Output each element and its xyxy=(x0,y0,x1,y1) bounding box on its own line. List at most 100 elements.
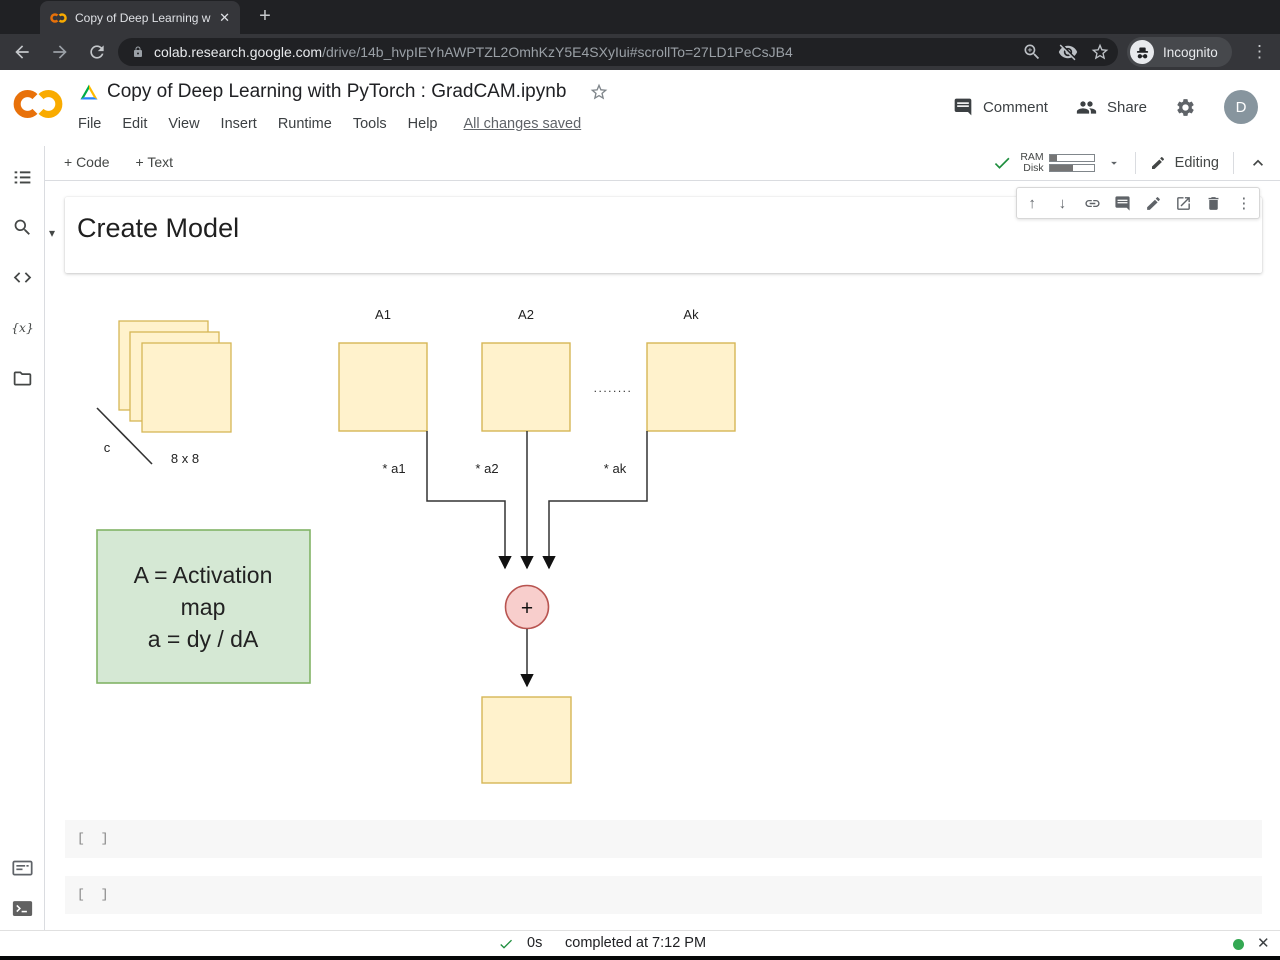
legend-line-1: A = Activation xyxy=(134,562,273,588)
browser-tab[interactable]: Copy of Deep Learning with ✕ xyxy=(40,1,240,34)
cell-toolbar: ↑ ↓ ⋮ xyxy=(1016,187,1260,219)
comment-icon xyxy=(954,98,972,116)
wk-label: * ak xyxy=(604,461,627,476)
tab-close-icon[interactable]: ✕ xyxy=(219,9,230,25)
ellipsis-dots: ........ xyxy=(594,381,633,395)
resource-monitor[interactable] xyxy=(1048,152,1095,174)
cell-collapse-caret[interactable]: ▾ xyxy=(49,226,56,240)
execution-status-bar: 0s completed at 7:12 PM ✕ xyxy=(0,930,1280,956)
browser-tabstrip: Copy of Deep Learning with ✕ + xyxy=(0,0,1280,34)
move-cell-down-button[interactable]: ↓ xyxy=(1058,194,1067,212)
disk-bar xyxy=(1048,164,1095,172)
terminal-icon[interactable] xyxy=(12,898,33,919)
code-snippets-icon[interactable] xyxy=(12,267,33,288)
menu-edit[interactable]: Edit xyxy=(122,116,148,132)
new-tab-button[interactable]: + xyxy=(259,5,271,27)
tab-title: Copy of Deep Learning with xyxy=(75,10,212,25)
editing-mode-button[interactable]: Editing xyxy=(1150,155,1219,171)
a1-label: A1 xyxy=(375,307,391,322)
zoom-icon[interactable] xyxy=(1022,42,1042,62)
lock-icon xyxy=(134,46,142,57)
ram-label: RAM xyxy=(1020,151,1044,163)
menu-view[interactable]: View xyxy=(168,116,200,132)
notebook-area: ▾ Create Model ↑ ↓ ⋮ xyxy=(45,182,1280,931)
forward-icon[interactable] xyxy=(50,42,70,62)
w2-label: * a2 xyxy=(475,461,498,476)
sum-node xyxy=(504,584,550,630)
code-cell-2[interactable]: [ ] xyxy=(65,876,1262,914)
ak-square xyxy=(646,342,736,432)
pencil-icon xyxy=(1151,156,1164,169)
browser-toolbar: colab.research.google.com/drive/14b_hvpI… xyxy=(0,34,1280,70)
execution-message: completed at 7:12 PM xyxy=(565,935,707,951)
menubar: File Edit View Insert Runtime Tools Help… xyxy=(78,116,581,132)
files-icon[interactable] xyxy=(12,368,33,389)
run-cell-prompt[interactable]: [ ] xyxy=(77,887,113,902)
command-palette-icon[interactable] xyxy=(12,858,33,879)
star-icon[interactable] xyxy=(589,82,609,102)
menu-tools[interactable]: Tools xyxy=(352,116,387,132)
back-icon[interactable] xyxy=(12,42,32,62)
collapse-toolbar-icon[interactable] xyxy=(1248,153,1268,173)
comment-button[interactable]: Comment xyxy=(953,97,1048,117)
save-status[interactable]: All changes saved xyxy=(463,116,582,132)
address-bar[interactable]: colab.research.google.com/drive/14b_hvpI… xyxy=(118,38,1118,66)
share-label: Share xyxy=(1106,98,1147,116)
divider xyxy=(1233,152,1234,174)
notebook-title[interactable]: Copy of Deep Learning with PyTorch : Gra… xyxy=(107,81,567,102)
execution-duration: 0s xyxy=(527,935,543,951)
add-comment-button[interactable] xyxy=(1114,194,1132,212)
menu-runtime[interactable]: Runtime xyxy=(277,116,332,132)
variables-icon[interactable]: {x} xyxy=(12,317,33,338)
incognito-icon xyxy=(1130,40,1154,64)
ak-connector xyxy=(542,431,648,570)
delete-cell-button[interactable] xyxy=(1205,194,1223,212)
code-cell-1[interactable]: [ ] xyxy=(65,820,1262,858)
share-button[interactable]: Share xyxy=(1076,97,1147,118)
avatar[interactable]: D xyxy=(1224,90,1258,124)
ram-bar xyxy=(1048,154,1095,162)
add-text-button[interactable]: + Text xyxy=(135,154,174,170)
colab-logo[interactable] xyxy=(13,86,63,122)
colab-header: Copy of Deep Learning with PyTorch : Gra… xyxy=(0,70,1280,145)
add-code-button[interactable]: + Code xyxy=(64,154,110,170)
close-status-bar-icon[interactable]: ✕ xyxy=(1257,935,1270,952)
visibility-off-icon[interactable] xyxy=(1058,42,1078,62)
a1-connector xyxy=(426,431,512,570)
divider xyxy=(1134,152,1136,174)
move-cell-up-button[interactable]: ↑ xyxy=(1028,194,1036,212)
table-of-contents-icon[interactable] xyxy=(12,167,33,188)
activation-stack: c 8 x 8 xyxy=(96,320,232,466)
gradcam-diagram: c 8 x 8 A1 A2 Ak ........ * a1 * a2 * ak… xyxy=(96,307,736,784)
legend-line-2: map xyxy=(181,594,226,620)
a2-label: A2 xyxy=(518,307,534,322)
share-people-icon xyxy=(1076,100,1097,114)
drive-icon xyxy=(80,84,98,100)
connected-check-icon xyxy=(995,157,1010,169)
ak-label: Ak xyxy=(683,307,699,322)
search-icon[interactable] xyxy=(12,217,33,238)
reload-icon[interactable] xyxy=(87,42,107,62)
menu-file[interactable]: File xyxy=(78,116,102,132)
legend-box xyxy=(96,529,311,684)
edit-cell-button[interactable] xyxy=(1144,194,1162,212)
menu-insert[interactable]: Insert xyxy=(220,116,257,132)
channels-label: c xyxy=(104,440,111,455)
stack-square-front xyxy=(141,342,232,433)
settings-gear-icon[interactable] xyxy=(1175,97,1196,118)
status-indicator-dot xyxy=(1233,939,1244,950)
mirror-cell-in-tab-button[interactable] xyxy=(1174,194,1192,212)
link-to-cell-button[interactable] xyxy=(1084,194,1102,212)
editing-label: Editing xyxy=(1174,155,1219,171)
more-cell-actions-button[interactable]: ⋮ xyxy=(1236,195,1252,212)
resources-dropdown-icon[interactable] xyxy=(1107,156,1121,170)
window-bottom-edge xyxy=(0,956,1280,960)
browser-menu-icon[interactable]: ⋮ xyxy=(1251,42,1268,61)
run-cell-prompt[interactable]: [ ] xyxy=(77,831,113,846)
output-square xyxy=(481,696,572,784)
bookmark-star-icon[interactable] xyxy=(1090,42,1110,62)
svg-text:{x}: {x} xyxy=(12,321,33,335)
size-label: 8 x 8 xyxy=(171,451,199,466)
menu-help[interactable]: Help xyxy=(407,116,438,132)
